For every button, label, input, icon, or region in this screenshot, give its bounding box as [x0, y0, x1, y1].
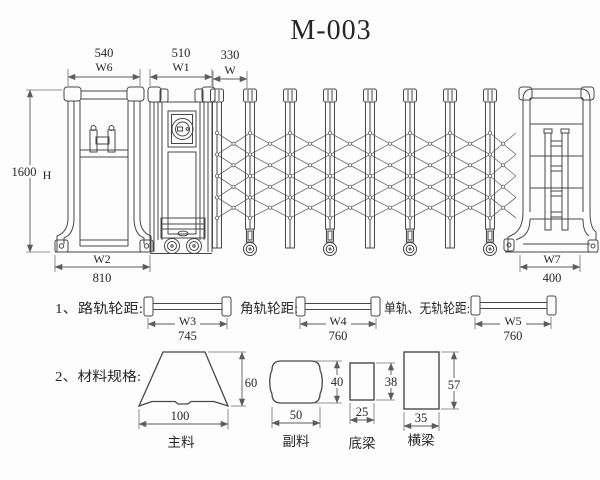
dim-value-40: 40	[331, 375, 344, 389]
label-cross-beam: 横梁	[408, 433, 435, 448]
dim-value-35: 35	[415, 411, 428, 425]
axle-track-rail	[143, 296, 232, 317]
inner-ladder	[543, 128, 570, 231]
profile-secondary-rail	[269, 360, 323, 404]
dim-label-w2: W2	[93, 252, 110, 266]
dim-label-w3: W3	[179, 314, 196, 328]
axle-trackless	[470, 295, 557, 316]
dim-label-w4: W4	[329, 314, 346, 328]
control-panel	[167, 110, 197, 148]
dim-value-330: 330	[221, 48, 240, 62]
dim-value-57: 57	[448, 378, 461, 392]
dim-value-760-b: 760	[504, 329, 523, 343]
profile-dimensions	[138, 351, 463, 431]
elevation-dimensions	[7, 69, 581, 272]
dim-label-w7: W7	[543, 252, 560, 266]
label-bottom-beam: 底梁	[349, 436, 376, 451]
label-secondary-rail: 副料	[283, 434, 310, 449]
label-main-rail: 主料	[168, 435, 195, 450]
left-end-post-drawing	[54, 86, 154, 253]
drawing-title: M-003	[290, 15, 371, 46]
profile-cross-beam	[403, 351, 440, 410]
dim-value-50: 50	[290, 408, 303, 422]
dim-value-510: 510	[172, 46, 191, 60]
caption-angle-rail-spacing: 角轨轮距:	[240, 301, 298, 316]
axle-dimensions	[147, 315, 552, 329]
dim-value-100: 100	[171, 409, 190, 423]
scissor-lattice-drawing	[210, 88, 517, 256]
profile-main-rail	[137, 351, 230, 408]
dim-value-1600: 1600	[12, 165, 37, 179]
dim-value-745: 745	[178, 329, 197, 343]
roller-mechanism	[89, 125, 116, 153]
dim-label-h: H	[43, 168, 52, 182]
dim-value-60: 60	[245, 376, 258, 390]
dim-value-760-a: 760	[329, 329, 348, 343]
dim-value-25: 25	[356, 405, 369, 419]
post-door-panel	[167, 151, 197, 235]
motor-post-drawing	[147, 86, 216, 254]
profile-bottom-beam	[349, 362, 375, 401]
dim-label-w: W	[224, 63, 236, 77]
caption-trackless-spacing: 单轨、无轨轮距:	[384, 301, 470, 316]
dim-label-w6: W6	[95, 60, 112, 74]
axle-angle-rail	[295, 296, 381, 317]
dim-label-w5: W5	[504, 314, 521, 328]
caption-material-specs: 2、材料规格:	[55, 369, 141, 384]
dim-label-w1: W1	[172, 60, 189, 74]
caption-track-rail-spacing: 1、路轨轮距:	[55, 301, 143, 316]
dim-value-810: 810	[93, 271, 112, 285]
right-end-post-drawing	[503, 86, 599, 253]
dim-value-38: 38	[385, 375, 398, 389]
dim-value-400: 400	[543, 271, 562, 285]
dim-value-540: 540	[95, 46, 114, 60]
